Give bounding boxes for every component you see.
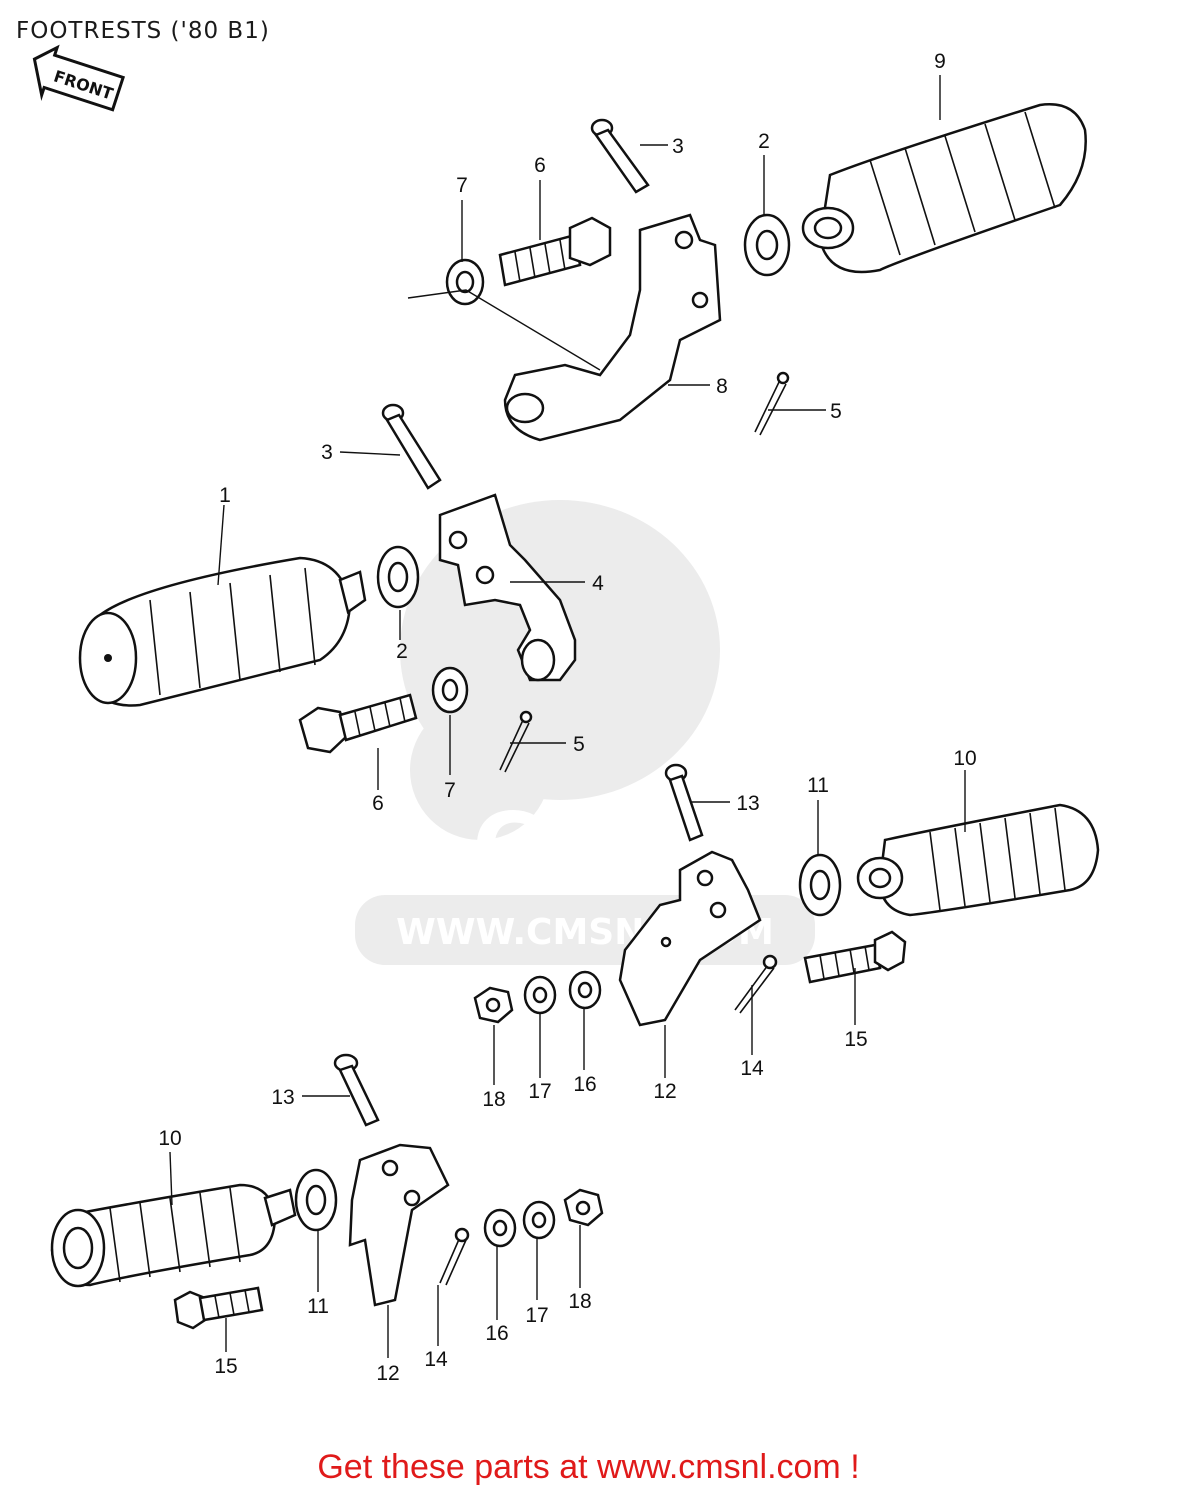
bracket-12-bottom: [348, 1143, 450, 1307]
callout-11-right: 11: [807, 774, 829, 797]
bracket-4: [438, 493, 577, 682]
callout-3-mid: 3: [321, 441, 333, 464]
callout-17-right: 17: [528, 1080, 551, 1103]
callout-labels: 9 2 3 6 7 8 5 3 1 4 2 5 7 6 10 11 13 15 …: [158, 50, 976, 1385]
pin-13-right: [664, 763, 704, 842]
callout-14-right: 14: [740, 1057, 764, 1080]
pin-3-mid: [381, 403, 442, 490]
callout-6-top: 6: [534, 154, 546, 177]
bracket-12-right: [618, 850, 762, 1027]
leader-lines: [169, 75, 966, 1358]
lockwasher-17-bottom: [522, 1200, 556, 1240]
callout-5-top: 5: [830, 400, 842, 423]
washer-16-right: [568, 970, 602, 1010]
lockwasher-17-right: [523, 975, 557, 1015]
callout-11-bottom: 11: [307, 1295, 329, 1318]
cotterpin-5-mid: [499, 710, 533, 773]
callout-4: 4: [592, 572, 604, 595]
callout-9: 9: [934, 50, 946, 73]
callout-3-top: 3: [672, 135, 684, 158]
lockwasher-7-mid: [431, 666, 469, 714]
footpeg-rubber-1: [78, 556, 367, 707]
callout-12-bottom: 12: [376, 1362, 399, 1385]
callout-1: 1: [219, 484, 231, 507]
nut-18-right: [473, 986, 514, 1024]
callout-18-bottom: 18: [568, 1290, 591, 1313]
callout-8: 8: [716, 375, 728, 398]
page-title: FOOTRESTS ('80 B1): [16, 18, 270, 44]
washer-2-top: [743, 213, 791, 277]
callout-7-mid: 7: [444, 779, 456, 802]
callout-2-top: 2: [758, 130, 770, 153]
cotterpin-14-bottom: [439, 1227, 470, 1286]
shop-link-banner[interactable]: Get these parts at www.cmsnl.com !: [317, 1448, 860, 1486]
bolt-15-bottom: [173, 1286, 264, 1330]
callout-12-right: 12: [653, 1080, 676, 1103]
callout-5-mid: 5: [573, 733, 585, 756]
callout-13-bottom: 13: [271, 1086, 294, 1109]
callout-10-right: 10: [953, 747, 976, 770]
footpeg-10-bottom: [50, 1183, 297, 1288]
lockwasher-7-top: [445, 258, 485, 306]
washer-11-right: [798, 853, 842, 917]
footpeg-rubber-9: [801, 103, 1087, 274]
pin-13-bottom: [333, 1053, 380, 1127]
callout-2-mid: 2: [396, 640, 408, 663]
washer-11-bottom: [294, 1168, 338, 1232]
footpeg-10-right: [856, 803, 1100, 917]
callout-7-top: 7: [456, 174, 468, 197]
nut-18-bottom: [563, 1188, 604, 1227]
washer-16-bottom: [483, 1208, 517, 1248]
callout-13-right: 13: [736, 792, 759, 815]
callout-16-right: 16: [573, 1073, 596, 1096]
bolt-6-top: [498, 216, 612, 287]
callout-17-bottom: 17: [525, 1304, 548, 1327]
callout-14-bottom: 14: [424, 1348, 448, 1371]
callout-18-right: 18: [482, 1088, 505, 1111]
bolt-6-mid: [298, 693, 418, 754]
front-arrow-icon: FRONT: [32, 44, 126, 112]
callout-16-bottom: 16: [485, 1322, 508, 1345]
bolt-15-right: [803, 930, 907, 984]
callout-6-mid: 6: [372, 792, 384, 815]
washer-2-mid: [376, 545, 420, 609]
cotterpin-5-top: [754, 371, 790, 436]
bracket-8: [503, 213, 722, 442]
callout-15-bottom: 15: [214, 1355, 237, 1378]
watermark-logo: CMS: [472, 793, 697, 900]
callout-15-right: 15: [844, 1028, 867, 1051]
pin-3-top: [590, 118, 650, 194]
callout-10-bottom: 10: [158, 1127, 181, 1150]
